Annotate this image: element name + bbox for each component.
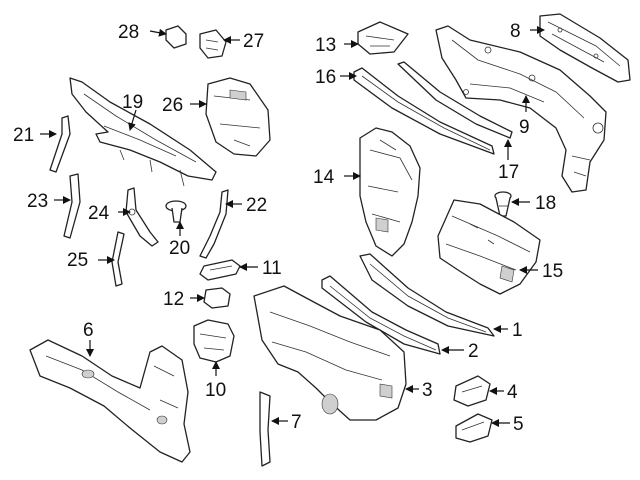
callout-24: 24 [88, 203, 110, 224]
part-4-mount-bracket [453, 375, 491, 407]
part-1-plenum-panel [359, 253, 495, 337]
callout-6: 6 [83, 320, 94, 341]
callout-28: 28 [118, 22, 139, 43]
part-12-block [203, 287, 231, 309]
callout-16: 16 [315, 67, 336, 88]
part-23-bracket [63, 173, 81, 239]
part-11-gasket [199, 259, 241, 281]
part-22-strip [199, 189, 229, 259]
part-19-cowl-top [69, 77, 217, 187]
part-10-bracket [193, 319, 235, 363]
callout-7: 7 [291, 412, 302, 433]
part-2-cowl-lower [321, 275, 441, 355]
part-27-plate [199, 29, 227, 59]
callout-26: 26 [162, 95, 183, 116]
part-3-dash-panel [253, 285, 407, 421]
callout-14: 14 [313, 167, 335, 188]
part-26-air-intake [205, 77, 271, 157]
callout-3: 3 [422, 380, 433, 401]
part-24-hose [125, 187, 159, 247]
callout-4: 4 [507, 382, 518, 403]
part-15-insulator [437, 199, 541, 295]
callout-20: 20 [169, 238, 190, 259]
callout-25: 25 [67, 250, 88, 271]
callout-1: 1 [512, 320, 523, 341]
callout-2: 2 [468, 341, 479, 362]
part-6-side-member [29, 339, 191, 463]
part-20-grommet [165, 200, 187, 223]
callout-13: 13 [315, 35, 336, 56]
callout-11: 11 [262, 258, 282, 279]
callout-27: 27 [243, 31, 264, 52]
part-21-bracket [49, 115, 71, 173]
part-14-side-panel [359, 127, 421, 257]
callout-18: 18 [535, 193, 556, 214]
part-18-clip [494, 191, 512, 217]
part-16-cowl-seal [353, 67, 495, 155]
callout-15: 15 [542, 261, 563, 282]
callout-8: 8 [510, 21, 521, 42]
part-8-cowl-panel [539, 13, 631, 83]
callout-22: 22 [246, 195, 267, 216]
part-17-cowl-seal [397, 61, 513, 139]
part-7-seal-strip [259, 391, 271, 467]
callout-19: 19 [122, 92, 143, 113]
callout-12: 12 [163, 289, 184, 310]
part-28-block [165, 25, 187, 49]
part-5-mount-bracket [455, 413, 493, 443]
callout-17: 17 [498, 162, 519, 183]
part-25-tube [111, 231, 125, 287]
part-13-small-bracket [357, 21, 409, 55]
callout-21: 21 [13, 125, 34, 146]
callout-9: 9 [519, 117, 530, 138]
callout-10: 10 [205, 380, 226, 401]
callout-23: 23 [27, 191, 48, 212]
leader-19 [128, 109, 137, 131]
part-9-support-bracket [435, 25, 607, 193]
callout-5: 5 [513, 414, 524, 435]
leader-28 [149, 28, 167, 37]
